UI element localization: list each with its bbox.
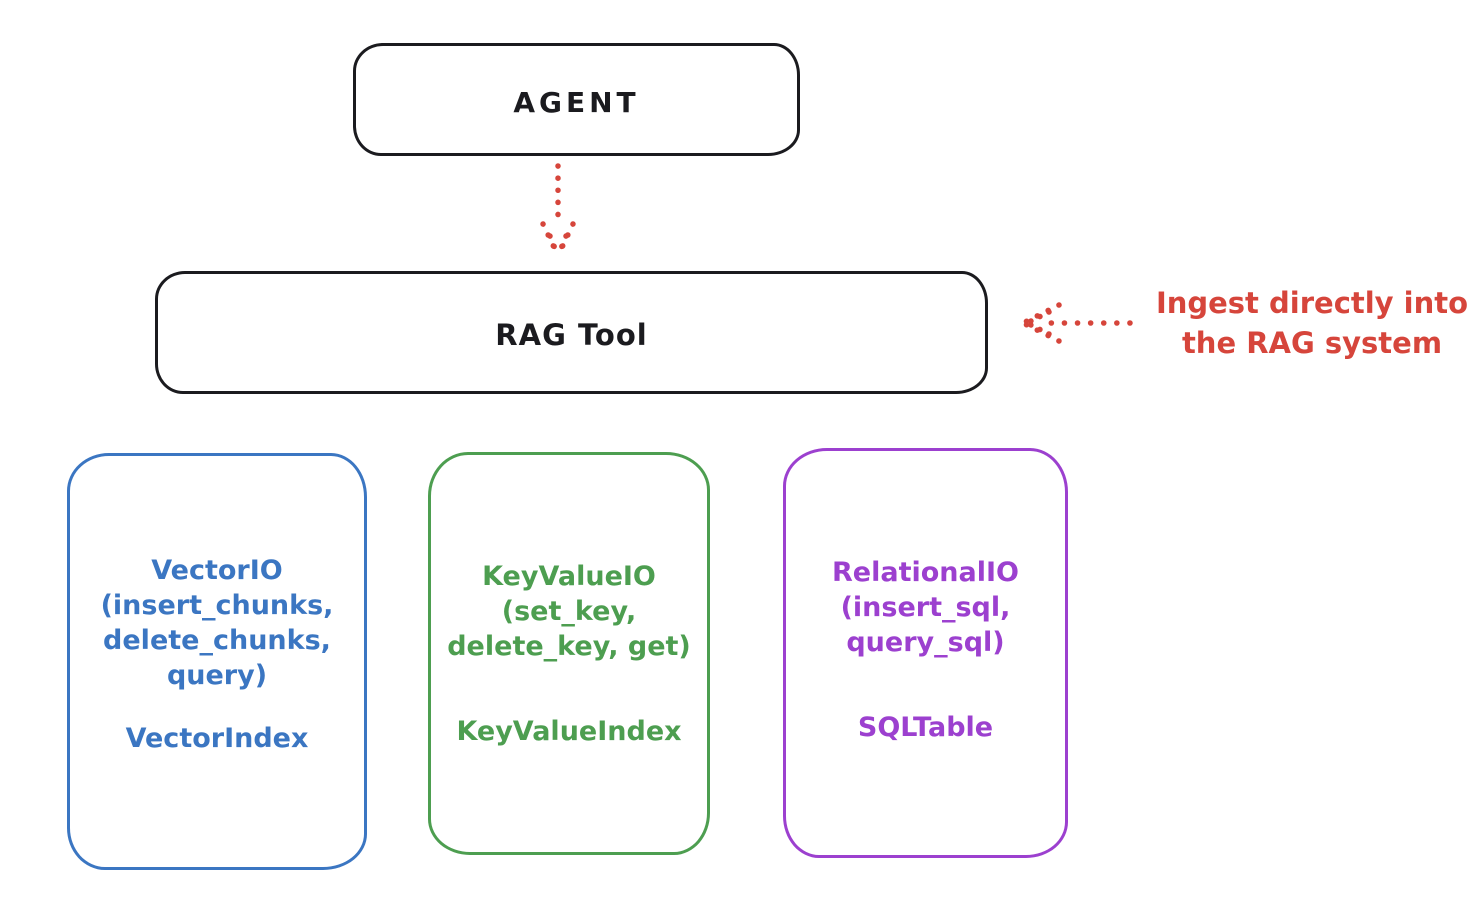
annotation-line-2: the RAG system [1181,326,1443,360]
keyvalue-index-label: KeyValueIndex [456,716,682,747]
keyvalue-io-methods: KeyValueIO (set_key, delete_key, get) [447,561,691,662]
rag-tool-label: RAG Tool [495,318,648,352]
rag-tool-box: RAG Tool [155,271,988,394]
vector-io-title: VectorIO [151,555,283,586]
arrow-left-icon [1020,302,1133,344]
relational-io-title: RelationalIO [832,557,1019,588]
annotation-line-1: Ingest directly into [1155,286,1469,320]
vector-io-box: VectorIO (insert_chunks, delete_chunks, … [67,453,367,870]
sql-table-label: SQLTable [857,712,994,743]
annotation-ingest: Ingest directly into the RAG system [1140,283,1484,363]
arrow-down-icon [540,163,576,259]
relational-io-methods: RelationalIO (insert_sql, query_sql) [832,557,1019,658]
agent-label: AGENT [513,86,640,119]
relational-io-box: RelationalIO (insert_sql, query_sql) SQL… [783,448,1068,858]
keyvalue-io-title: KeyValueIO [482,561,656,592]
keyvalue-io-box: KeyValueIO (set_key, delete_key, get) Ke… [428,452,710,855]
agent-box: AGENT [353,43,800,156]
vector-index-label: VectorIndex [125,723,309,754]
vector-io-methods: VectorIO (insert_chunks, delete_chunks, … [100,555,334,691]
